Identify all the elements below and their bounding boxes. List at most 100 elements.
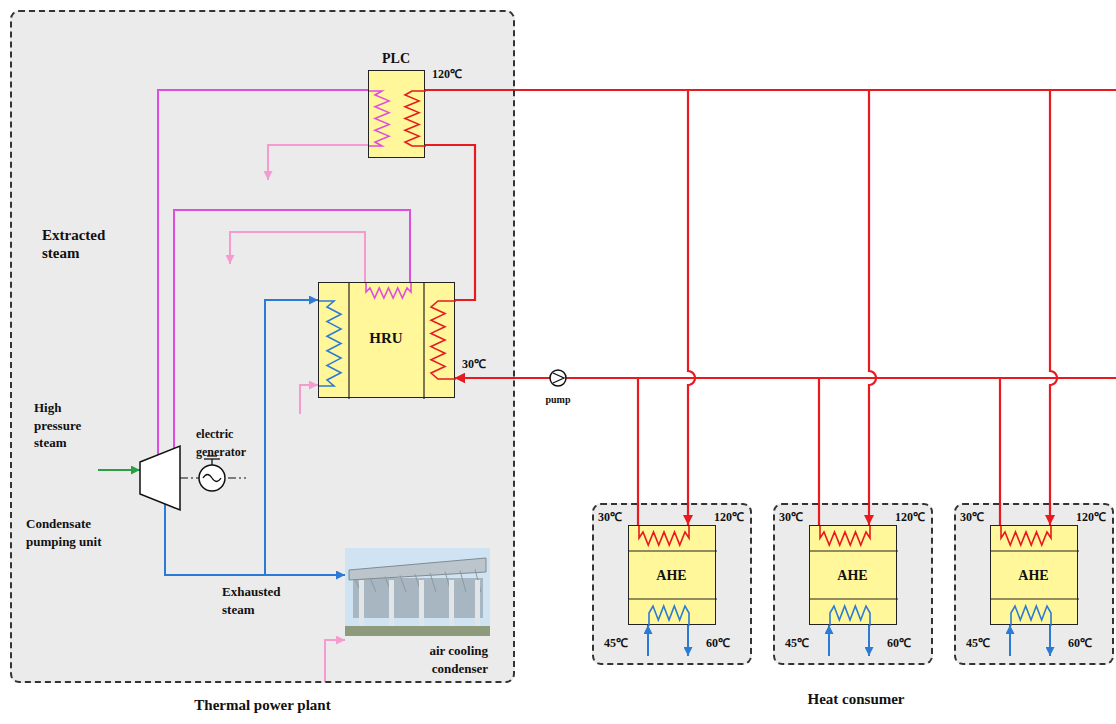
consumer-region: 30℃ 120℃ 45℃ 60℃ AHE (773, 503, 933, 665)
text-slot: 120℃ (895, 507, 933, 525)
condensate-pipe (230, 232, 365, 282)
consumer-inlet-pipe (828, 625, 830, 656)
label-slot: Exhausted steam (222, 582, 302, 617)
region-text: 60℃ (1068, 636, 1092, 650)
heating-coil (830, 606, 870, 626)
water-coil (1001, 526, 1051, 545)
text-slot: AHE (991, 566, 1076, 584)
exhaust-steam-pipe (265, 300, 318, 575)
divider-line (348, 283, 349, 399)
turbine-symbol (140, 446, 180, 510)
temperature-label: 120℃ (432, 67, 462, 81)
consumer-region: 30℃ 120℃ 45℃ 60℃ AHE (592, 503, 752, 665)
text-slot: 45℃ (966, 633, 1006, 651)
text-slot: 30℃ (779, 507, 819, 525)
water-coil (639, 526, 689, 545)
text-slot: AHE (629, 566, 714, 584)
box-drawing (345, 548, 490, 678)
consumer-region: 30℃ 120℃ 45℃ 60℃ AHE (954, 503, 1114, 665)
condensate-pipe (325, 640, 345, 682)
region-text: 120℃ (895, 510, 925, 524)
region-text: 30℃ (960, 510, 984, 524)
hot-water-pipe (425, 90, 876, 525)
region-text: 45℃ (604, 636, 628, 650)
heat-exchanger-box: PLC (368, 70, 425, 158)
absorption-heat-exchanger: AHE (990, 525, 1078, 625)
condenser-truss (400, 575, 406, 592)
label-slot: 120℃ (432, 64, 482, 82)
part-label: Condensate pumping unit (26, 516, 102, 549)
flow-label: Exhausted steam (222, 584, 281, 617)
label-slot: electric generator (196, 424, 272, 459)
box-text: AHE (656, 568, 686, 583)
condenser-picture: air cooling condenser (345, 548, 490, 678)
sky-picture (345, 548, 490, 636)
text-slot: air cooling condenser (385, 641, 488, 676)
condenser-column (359, 580, 364, 628)
text-slot: HRU (349, 329, 423, 347)
region-ground (773, 503, 933, 665)
region-text: 60℃ (887, 636, 911, 650)
label-slot: High pressure steam (34, 398, 106, 451)
text-slot: 60℃ (706, 633, 748, 651)
region-text: 45℃ (966, 636, 990, 650)
divider-line (423, 283, 424, 399)
region-text: Thermal power plant (194, 697, 330, 713)
extracted-steam-pipe (158, 90, 368, 455)
text-slot: 60℃ (887, 633, 929, 651)
flow-label: High pressure steam (34, 400, 81, 450)
region-ground (10, 10, 515, 683)
text-slot: 120℃ (1076, 507, 1114, 525)
text-slot: 60℃ (1068, 633, 1110, 651)
exhaust-coil (319, 301, 341, 386)
text-slot: Thermal power plant (12, 696, 513, 714)
region-text: 120℃ (714, 510, 744, 524)
part-label: electric generator (196, 427, 246, 459)
text-slot: 30℃ (598, 507, 638, 525)
temperature-label: 30℃ (462, 357, 486, 371)
absorption-heat-exchanger: AHE (628, 525, 716, 625)
region-text: 30℃ (598, 510, 622, 524)
condenser-column (389, 580, 394, 628)
hot-water-pipe (425, 145, 475, 300)
part-label: pump (545, 394, 570, 405)
water-coil (431, 301, 456, 379)
heating-coil (1011, 606, 1051, 626)
box-text: AHE (837, 568, 867, 583)
consumer-inlet-pipe (647, 625, 649, 656)
group-label: Heat consumer (807, 691, 904, 707)
ground-symbol (211, 459, 212, 465)
consumer-outlet-pipe (687, 625, 689, 656)
pump-symbol (553, 373, 564, 383)
box-text: PLC (382, 51, 410, 66)
return-pipe (990, 377, 1116, 379)
divider-line (629, 550, 717, 551)
divider-line (629, 598, 717, 599)
hot-water-pipe (425, 90, 1057, 525)
box-text: air cooling condenser (429, 643, 488, 676)
consumer-outlet-pipe (868, 625, 870, 656)
generator-symbol (199, 465, 225, 491)
condenser-column (419, 580, 424, 628)
heating-coil (649, 606, 689, 626)
condenser-roof (349, 558, 486, 580)
exhaust-steam-pipe (165, 504, 345, 575)
label-slot: Condensate pumping unit (26, 514, 134, 549)
absorption-heat-exchanger: AHE (809, 525, 897, 625)
plant-region: Thermal power plantPLCHRUair cooling con… (10, 10, 515, 683)
box-text: AHE (1018, 568, 1048, 583)
region-text: 45℃ (785, 636, 809, 650)
box-drawing (369, 71, 423, 156)
heat-recovery-box: HRU (318, 282, 455, 398)
region-text: 30℃ (779, 510, 803, 524)
condenser-truss (460, 571, 466, 592)
consumer-outlet-pipe (1049, 625, 1051, 656)
label-slot: Extracted steam (42, 226, 122, 261)
text-slot: AHE (810, 566, 895, 584)
steam-coil (366, 283, 411, 298)
condensate-pipe (268, 145, 368, 180)
box-text: HRU (369, 330, 402, 346)
